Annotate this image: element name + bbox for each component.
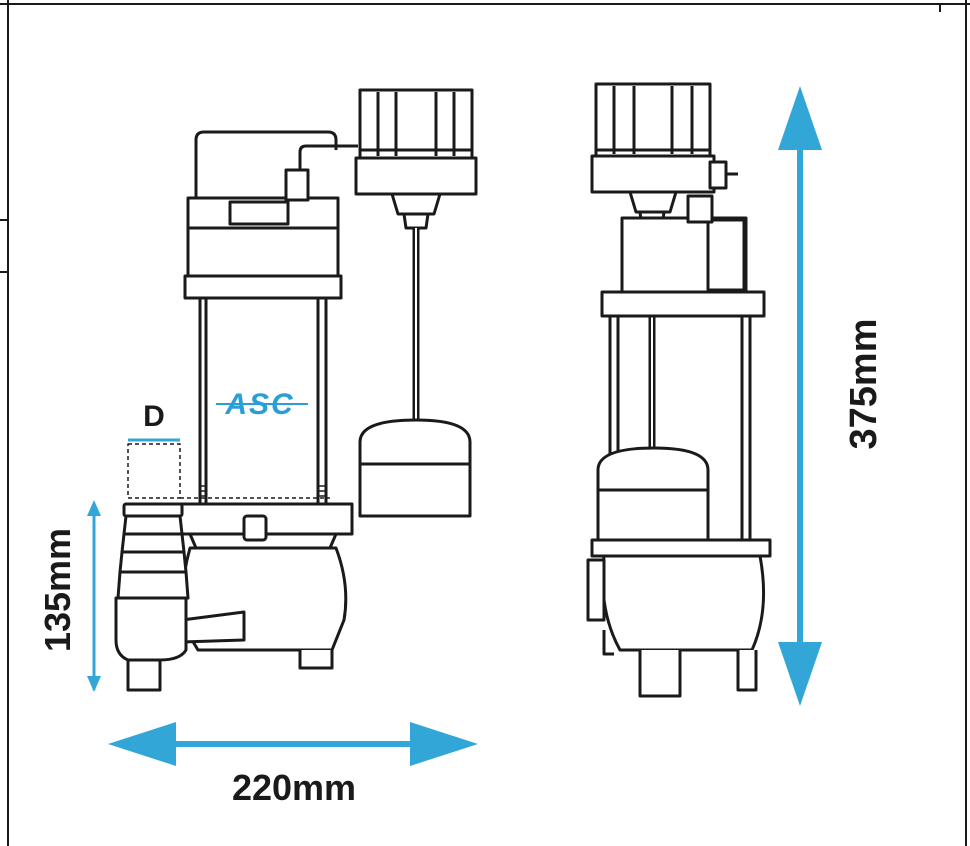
pump-side-view <box>586 82 772 698</box>
width-label: 220mm <box>232 767 356 808</box>
pump-front-view <box>114 88 478 692</box>
outlet-diameter-guide <box>127 443 330 499</box>
dimension-arrows <box>87 86 822 766</box>
outlet-height-label: 135mm <box>37 528 78 652</box>
height-arrow <box>778 86 822 706</box>
front-rod-threads <box>199 485 327 497</box>
width-arrow <box>108 722 478 766</box>
outlet-height-arrow <box>87 500 101 692</box>
height-label: 375mm <box>843 319 885 450</box>
outlet-diameter-label: D <box>143 400 165 433</box>
